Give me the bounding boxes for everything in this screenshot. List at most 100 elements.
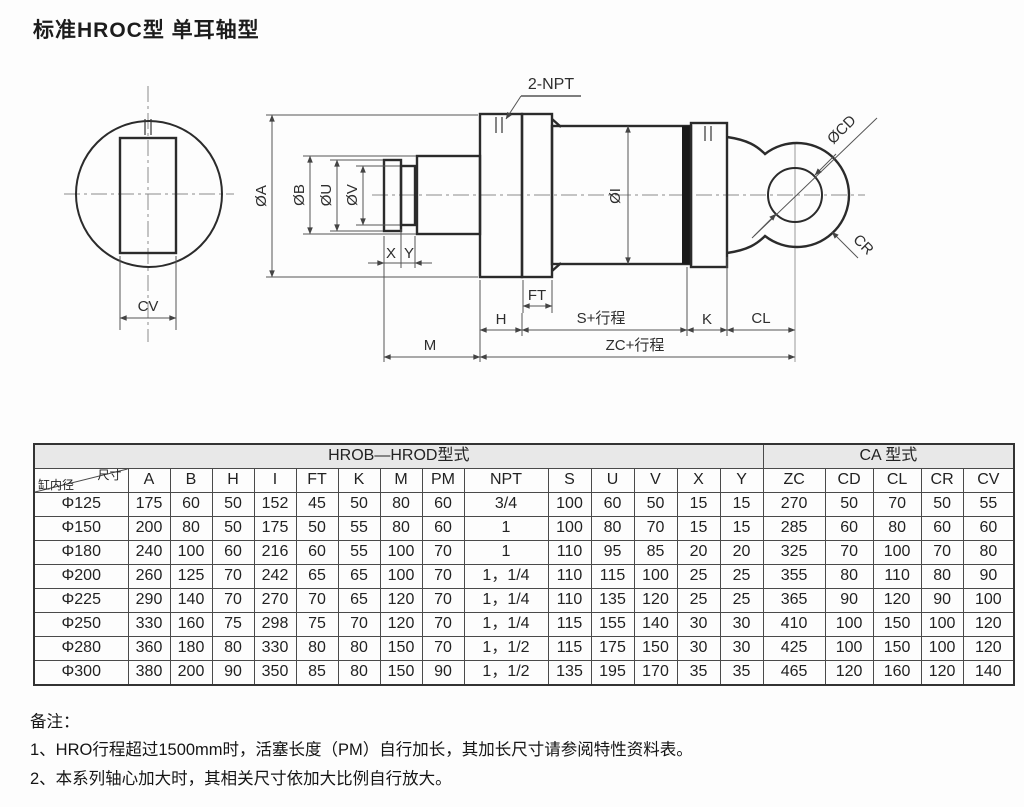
bore-cell: Φ280 [33,636,129,661]
value-cell: 80 [295,636,339,661]
value-cell: 175 [127,492,171,517]
value-cell: 30 [676,612,721,637]
end-cap [689,121,729,269]
column-header-cell: CR [920,468,964,493]
corner-bore-label: 缸内径 [38,478,75,493]
value-cell: 155 [590,612,635,637]
value-cell: 160 [169,612,213,637]
value-cell: 70 [421,612,465,637]
value-cell: 125 [169,564,213,589]
dim-label-cr: CR [850,231,877,258]
bore-cell: Φ250 [33,612,129,637]
value-cell: 1，1/4 [463,564,549,589]
value-cell: 120 [872,588,922,613]
value-cell: 80 [211,636,255,661]
value-cell: 80 [962,540,1015,565]
corner-size-label: 尺寸 [97,468,122,482]
value-cell: 70 [421,588,465,613]
value-cell: 100 [547,492,592,517]
value-cell: 75 [211,612,255,637]
value-cell: 150 [379,636,423,661]
technical-drawing: CV 2 [64,76,878,362]
dim-label-zc-stroke: ZC+行程 [606,337,665,354]
dim-label-phi-i: ØI [607,188,624,204]
value-cell: 100 [872,540,922,565]
value-cell: 170 [633,660,678,686]
side-view: 2-NPT [372,76,865,362]
value-cell: 80 [337,636,381,661]
value-cell: 298 [253,612,297,637]
value-cell: 55 [337,516,381,541]
value-cell: 50 [337,492,381,517]
value-cell: 260 [127,564,171,589]
value-cell: 150 [633,636,678,661]
value-cell: 70 [211,564,255,589]
value-cell: 100 [547,516,592,541]
value-cell: 115 [590,564,635,589]
column-header-cell: H [211,468,255,493]
column-header-cell: U [590,468,635,493]
value-cell: 1，1/2 [463,636,549,661]
value-cell: 15 [676,492,721,517]
value-cell: 15 [676,516,721,541]
value-cell: 60 [421,516,465,541]
value-cell: 55 [337,540,381,565]
value-cell: 90 [824,588,874,613]
diameter-dimensions: ØA ØB ØU ØV ØI [253,114,631,278]
value-cell: 45 [295,492,339,517]
group-header-cell: HROB—HROD型式 [33,443,764,469]
value-cell: 355 [762,564,826,589]
bore-cell: Φ180 [33,540,129,565]
value-cell: 15 [719,516,764,541]
value-cell: 1，1/2 [463,660,549,686]
column-header-cell: B [169,468,213,493]
value-cell: 25 [676,564,721,589]
value-cell: 365 [762,588,826,613]
value-cell: 70 [421,540,465,565]
value-cell: 175 [590,636,635,661]
value-cell: 425 [762,636,826,661]
value-cell: 60 [962,516,1015,541]
value-cell: 80 [337,660,381,686]
value-cell: 1，1/4 [463,612,549,637]
column-header-cell: M [379,468,423,493]
dim-label-cl: CL [751,310,770,327]
value-cell: 200 [127,516,171,541]
value-cell: 70 [421,564,465,589]
port-callout-label: 2-NPT [528,76,574,93]
value-cell: 285 [762,516,826,541]
value-cell: 90 [421,660,465,686]
ear-hole [767,167,823,223]
dim-label-phi-a: ØA [253,185,270,207]
bore-cell: Φ300 [33,660,129,686]
value-cell: 160 [872,660,922,686]
value-cell: 1，1/4 [463,588,549,613]
value-cell: 110 [547,564,592,589]
value-cell: 100 [169,540,213,565]
value-cell: 175 [253,516,297,541]
value-cell: 30 [719,612,764,637]
column-header-cell: Y [719,468,764,493]
notes-heading: 备注： [30,713,80,731]
value-cell: 1 [463,516,549,541]
column-header-cell: CV [962,468,1015,493]
value-cell: 120 [379,588,423,613]
value-cell: 60 [920,516,964,541]
value-cell: 115 [547,612,592,637]
value-cell: 60 [211,540,255,565]
column-header-cell: K [337,468,381,493]
value-cell: 50 [920,492,964,517]
value-cell: 1 [463,540,549,565]
value-cell: 60 [169,492,213,517]
value-cell: 135 [547,660,592,686]
cylinder-outline-circle [75,120,223,268]
value-cell: 80 [169,516,213,541]
value-cell: 240 [127,540,171,565]
